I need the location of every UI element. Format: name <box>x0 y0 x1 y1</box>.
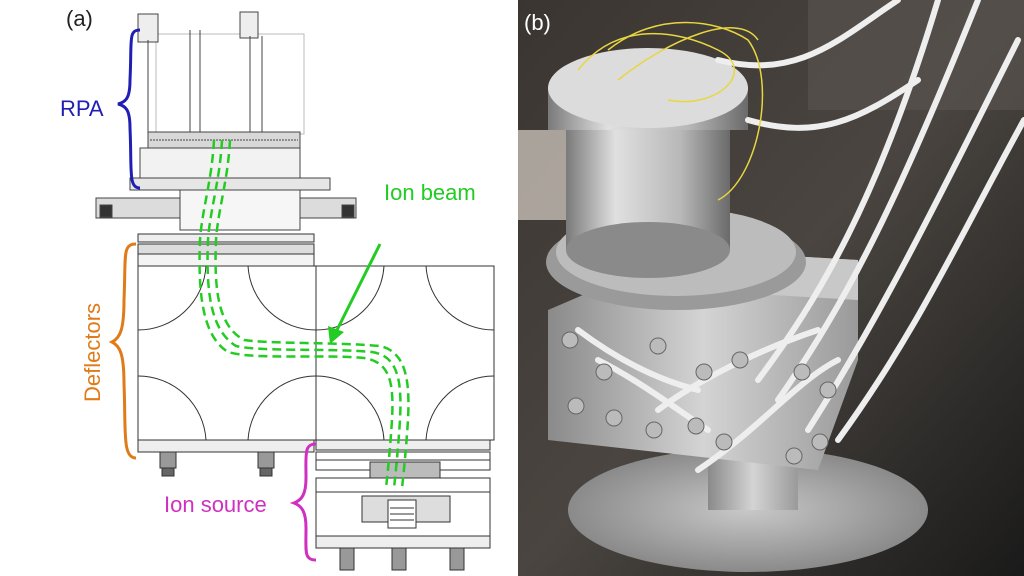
ion-source-label: Ion source <box>164 492 267 517</box>
panel-b-photo: (b) <box>518 0 1024 576</box>
schematic-drawing: (a) <box>60 6 495 571</box>
deflectors-brace <box>108 242 137 460</box>
ion-source-assembly <box>315 439 491 571</box>
panel-a-label: (a) <box>66 6 93 31</box>
rpa-label: RPA <box>60 96 104 121</box>
ion-source-brace <box>289 442 317 562</box>
ion-beam-arrow <box>328 243 382 344</box>
deflectors-label: Deflectors <box>80 303 105 402</box>
ion-beam-paths <box>198 139 410 489</box>
yellow-wires <box>577 21 764 201</box>
rpa-assembly <box>95 11 357 231</box>
cable-bundle <box>575 0 1024 473</box>
ion-beam-label: Ion beam <box>384 180 476 205</box>
panel-b-label: (b) <box>524 10 551 35</box>
rpa-brace <box>117 28 141 190</box>
panel-a-schematic: (a) <box>60 6 495 571</box>
apparatus-photo: (b) <box>518 0 1024 576</box>
connectors <box>561 331 837 465</box>
